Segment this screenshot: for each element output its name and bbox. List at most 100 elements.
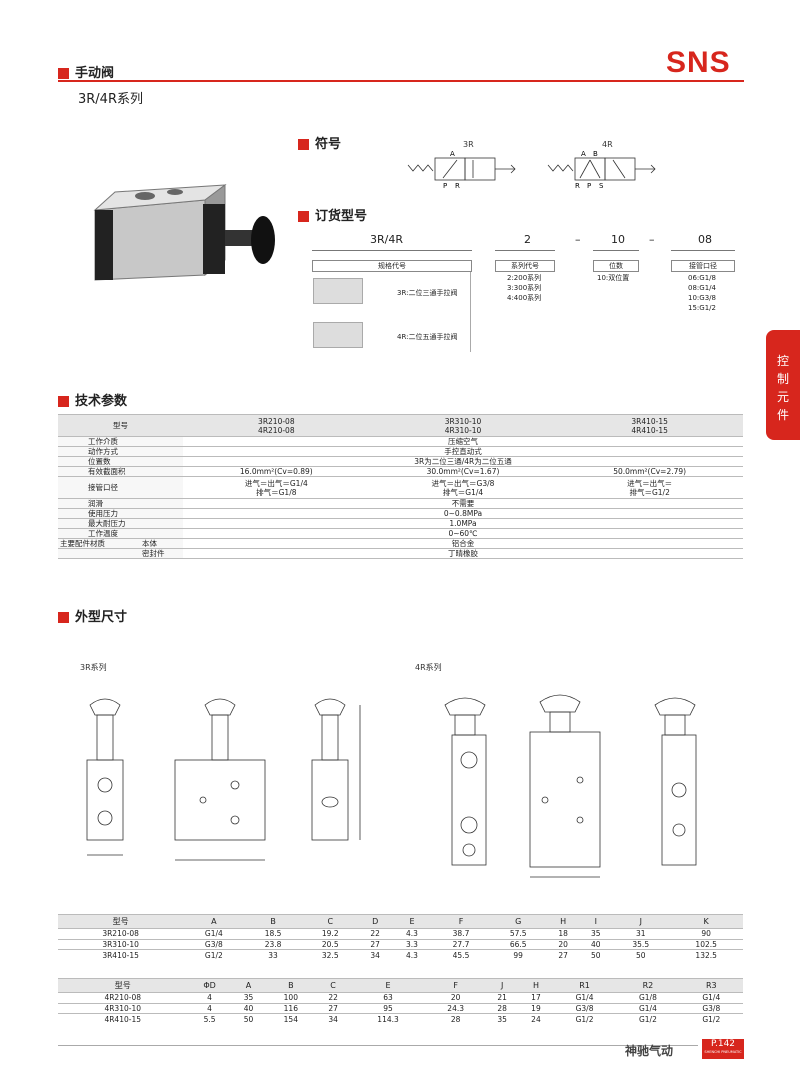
order-port-item: 10:G3/8 bbox=[688, 294, 716, 302]
dims-head-cell: B bbox=[244, 914, 302, 929]
dims-cell: 34 bbox=[316, 1013, 350, 1024]
dims-cell: 50 bbox=[612, 949, 670, 960]
dims-cell: 3R410-15 bbox=[58, 949, 184, 960]
dims-cell: 19 bbox=[519, 1002, 553, 1014]
order-position-item: 10:双位置 bbox=[597, 274, 630, 282]
symbol-port-r: R bbox=[575, 182, 580, 190]
dims-cell: G3/8 bbox=[552, 1002, 617, 1014]
tech-row-value: 0~0.8MPa bbox=[183, 508, 743, 519]
footer-brand: 神驰气动 bbox=[625, 1044, 674, 1058]
dims-cell: 3.3 bbox=[391, 938, 433, 950]
symbol-4r-diagram: A B R P S bbox=[547, 150, 656, 190]
tech-row-material-body: 主要配件材质本体铝合金 bbox=[58, 538, 743, 549]
dims-cell: 28 bbox=[426, 1013, 486, 1024]
order-spec-header: 规格代号 bbox=[312, 260, 472, 272]
dims-cell: 35 bbox=[485, 1013, 520, 1024]
dims-cell: G1/2 bbox=[183, 949, 245, 960]
dims-cell: 40 bbox=[231, 1002, 266, 1014]
dims-cell: 21 bbox=[485, 992, 520, 1003]
order-series-item: 3:300系列 bbox=[507, 284, 542, 292]
order-underline bbox=[671, 250, 735, 251]
tech-row-label: 润滑 bbox=[58, 498, 183, 509]
tech-head-cell: 型号 bbox=[58, 414, 183, 437]
dims-cell: G1/2 bbox=[552, 1013, 617, 1024]
dims-cell: 5.5 bbox=[187, 1013, 232, 1024]
dims-cell: 50 bbox=[231, 1013, 266, 1024]
order-port-header: 接管口径 bbox=[671, 260, 735, 272]
dims-cell: G1/4 bbox=[679, 992, 743, 1003]
tech-material-body: 本体 bbox=[142, 539, 157, 548]
dims-cell: 3R210-08 bbox=[58, 928, 184, 939]
dims-cell: 100 bbox=[265, 992, 317, 1003]
tech-row-value: 手控直动式 bbox=[183, 446, 743, 457]
page-subtitle: 3R/4R系列 bbox=[78, 92, 143, 107]
dims-head-cell: K bbox=[669, 914, 743, 929]
symbol-label-3r: 3R bbox=[463, 140, 474, 149]
dims-cell: 63 bbox=[350, 992, 427, 1003]
side-tab-char: 元 bbox=[776, 390, 789, 404]
order-port-list: 06:G1/8 08:G1/4 10:G3/8 15:G1/2 bbox=[688, 273, 716, 313]
side-tab-char: 件 bbox=[776, 408, 789, 422]
order-4r-thumbnail bbox=[313, 322, 363, 348]
symbol-port-a: A bbox=[450, 150, 455, 158]
header-divider bbox=[58, 80, 744, 82]
dims-cell: G1/4 bbox=[183, 928, 245, 939]
dims-cell: 23.8 bbox=[244, 938, 302, 950]
tech-row-value: 铝合金 bbox=[183, 538, 743, 549]
dims-cell: 35 bbox=[579, 928, 613, 939]
dims-cell: 102.5 bbox=[669, 938, 743, 950]
tech-row-value: 50.0mm²(Cv=2.79) bbox=[556, 466, 743, 477]
tech-row-value: 进气＝出气＝ 排气＝G1/2 bbox=[556, 476, 743, 499]
dims-cell: G3/8 bbox=[183, 938, 245, 950]
order-underline bbox=[312, 250, 472, 251]
dims-cell: G1/8 bbox=[616, 992, 680, 1003]
order-underline bbox=[593, 250, 639, 251]
footer-divider bbox=[58, 1045, 698, 1046]
tech-head-cell: 3R310-10 4R310-10 bbox=[369, 414, 557, 437]
tech-row-label: 位置数 bbox=[58, 456, 183, 467]
tech-head-cell: 3R210-08 4R210-08 bbox=[183, 414, 370, 437]
tech-spec-table: 型号 3R210-08 4R210-08 3R310-10 4R310-10 3… bbox=[58, 414, 743, 559]
order-series-header: 系列代号 bbox=[495, 260, 555, 272]
dims-cell: 66.5 bbox=[489, 938, 547, 950]
dims-cell: 99 bbox=[489, 949, 547, 960]
brand-logo: SNS bbox=[666, 46, 731, 79]
dims-cell: 45.5 bbox=[432, 949, 490, 960]
tech-row-value: 进气＝出气＝G1/4 排气＝G1/8 bbox=[183, 476, 370, 499]
dims-cell: 27 bbox=[316, 1002, 350, 1014]
order-series-item: 4:400系列 bbox=[507, 294, 542, 302]
tech-row-label: 动作方式 bbox=[58, 446, 183, 457]
order-code-series: 2 bbox=[524, 233, 531, 246]
order-dash: – bbox=[649, 233, 655, 246]
valve-product-image bbox=[93, 184, 275, 281]
side-tab[interactable]: 控 制 元 件 bbox=[766, 330, 800, 440]
dims-head-cell: H bbox=[519, 978, 553, 993]
tech-row: 润滑不需要 bbox=[58, 498, 743, 509]
dims-cell: 22 bbox=[316, 992, 350, 1003]
tech-row: 工作介质压缩空气 bbox=[58, 436, 743, 447]
dims-4r-drawing bbox=[444, 694, 697, 878]
order-code-port: 08 bbox=[698, 233, 712, 246]
dims-cell: 40 bbox=[579, 938, 613, 950]
dims-cell: G1/4 bbox=[552, 992, 617, 1003]
order-spec-4r: 4R:二位五通手拉阀 bbox=[397, 333, 458, 341]
dims-head-cell: E bbox=[350, 978, 427, 993]
section-title-tech: 技术参数 bbox=[58, 390, 127, 409]
dims-cell: G3/8 bbox=[679, 1002, 743, 1014]
dims-cell: 31 bbox=[612, 928, 670, 939]
dims-cell: 95 bbox=[350, 1002, 427, 1014]
tech-title: 技术参数 bbox=[75, 394, 128, 409]
dims-cell: 4R310-10 bbox=[58, 1002, 188, 1014]
dims-cell: 50 bbox=[579, 949, 613, 960]
symbol-port-a: A bbox=[581, 150, 586, 158]
tech-material-seal: 密封件 bbox=[58, 548, 183, 559]
dims-head-cell: A bbox=[231, 978, 266, 993]
dims-cell: 18.5 bbox=[244, 928, 302, 939]
symbol-title: 符号 bbox=[315, 137, 342, 152]
